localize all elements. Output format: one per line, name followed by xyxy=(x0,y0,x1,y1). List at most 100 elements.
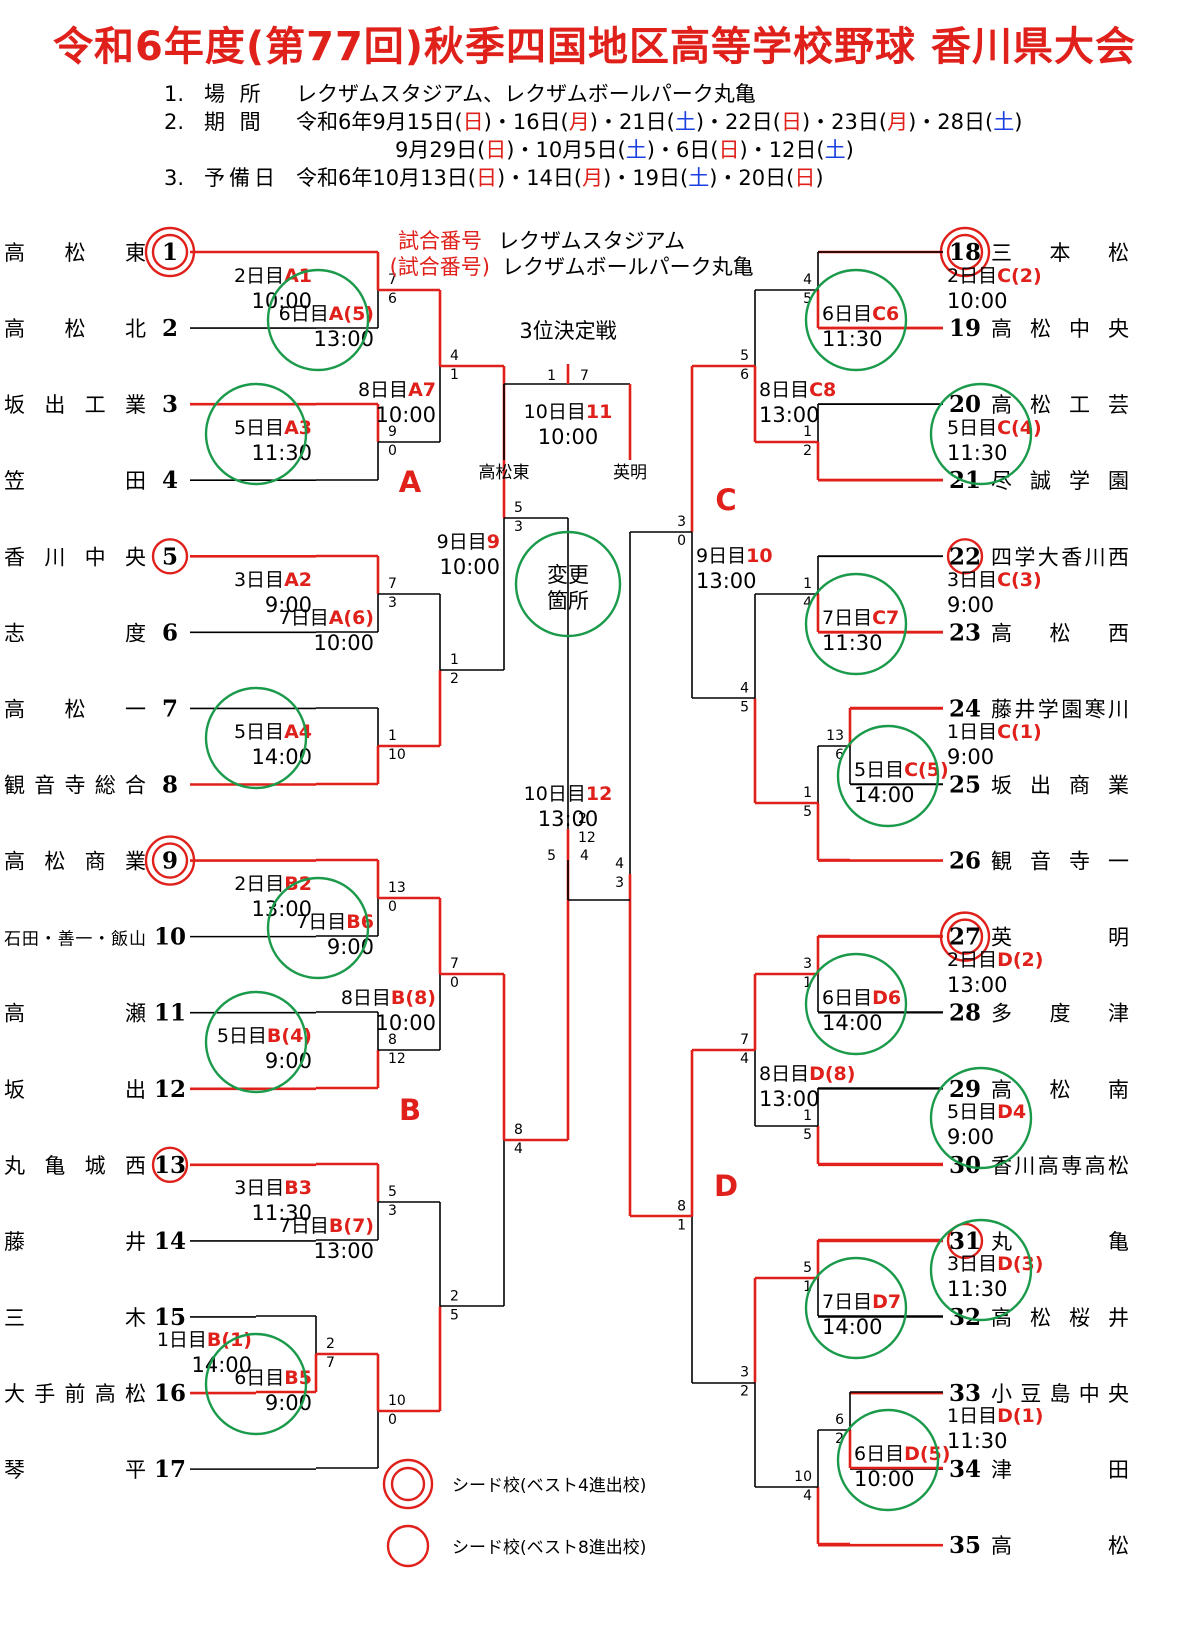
seed-ring xyxy=(946,1222,984,1260)
game-label: 3日目B3 xyxy=(234,1177,312,1199)
game-day: 8日目 xyxy=(358,379,408,401)
score-bottom: 12 xyxy=(388,1051,406,1067)
info-text: )・19日( xyxy=(603,166,689,190)
score-top: 3 xyxy=(803,956,812,972)
team-name: 藤井学園寒川 xyxy=(991,697,1129,721)
info-text: 令和6年9月15日( xyxy=(296,110,463,134)
game-day: 10日目 xyxy=(524,783,586,805)
game-label: 1日目C(1) xyxy=(947,721,1042,743)
info-text: 日 xyxy=(780,110,802,134)
team-name: 英明 xyxy=(991,926,1129,950)
game-code: B6 xyxy=(346,911,374,933)
game-day: 1日目 xyxy=(947,721,997,743)
score-bottom: 6 xyxy=(740,367,749,383)
score-top: 10 xyxy=(794,1469,812,1485)
score-bottom: 5 xyxy=(803,291,812,307)
team-name: 高松一 xyxy=(4,697,146,721)
score-bottom: 1 xyxy=(677,1218,686,1234)
game-time: 10:00 xyxy=(375,1011,436,1035)
team-number: 2 xyxy=(162,315,178,342)
game-code: A1 xyxy=(284,265,312,287)
info-text: ) xyxy=(1014,110,1023,134)
info-line: 9月29日(日)・10月5日(土)・6日(日)・12日(土) xyxy=(395,134,854,164)
team-number: 14 xyxy=(154,1228,186,1255)
game-time: 9:00 xyxy=(947,593,994,617)
score-top: 2 xyxy=(578,811,587,827)
change-circle xyxy=(204,990,308,1094)
game-time: 9:00 xyxy=(947,745,994,769)
venue-name-alt: レクザムボールパーク丸亀 xyxy=(502,255,754,279)
game-time: 9:00 xyxy=(265,593,312,617)
info-text: )・10月5日( xyxy=(506,138,626,162)
game-day: 3日目 xyxy=(234,1177,284,1199)
game-day: 3日目 xyxy=(234,569,284,591)
info-text: レクザムスタジアム、レクザムボールパーク丸亀 xyxy=(296,82,756,106)
game-label: 7日目A(6) xyxy=(279,607,374,629)
team-name: 高松東 xyxy=(4,241,146,265)
game-code: D(2) xyxy=(997,949,1043,971)
game-day: 8日目 xyxy=(341,987,391,1009)
game-label: 2日目D(2) xyxy=(947,949,1043,971)
game-code: B(7) xyxy=(329,1215,374,1237)
game-code: A7 xyxy=(408,379,436,401)
score-top: 5 xyxy=(388,1184,397,1200)
third-team-right: 英明 xyxy=(613,463,647,483)
info-text: 日 xyxy=(462,110,484,134)
team-number: 19 xyxy=(949,315,981,342)
game-time: 10:00 xyxy=(313,631,374,655)
info-text: )・16日( xyxy=(483,110,569,134)
score-bottom: 0 xyxy=(388,899,397,915)
change-circle xyxy=(204,686,308,790)
seed-ring-inner xyxy=(151,233,189,271)
page-title: 令和6年度(第77回)秋季四国地区高等学校野球 香川県大会 xyxy=(53,24,1136,70)
team-number: 20 xyxy=(949,391,981,418)
game-label: 9日目10 xyxy=(696,545,773,567)
info-key: 期 間 xyxy=(204,110,265,134)
venue-code-main: 試合番号 xyxy=(398,229,482,253)
info-line: 1.場 所レクザムスタジアム、レクザムボールパーク丸亀 xyxy=(164,78,756,108)
info-text: )・21日( xyxy=(589,110,675,134)
game-time: 10:00 xyxy=(251,289,312,313)
game-time: 13:00 xyxy=(696,569,757,593)
block-label: B xyxy=(399,1093,421,1127)
game-code: B5 xyxy=(284,1367,312,1389)
venue-code-alt: (試合番号) xyxy=(390,255,490,279)
game-code: C8 xyxy=(809,379,836,401)
info-text: 土 xyxy=(674,110,696,134)
game-day: 2日目 xyxy=(947,265,997,287)
game-label: 3日目C(3) xyxy=(947,569,1042,591)
game-label: 9日目9 xyxy=(437,531,500,553)
team-name: 香川中央 xyxy=(4,545,146,569)
game-time: 11:30 xyxy=(251,1201,312,1225)
third-label: 10日目11 xyxy=(524,401,613,423)
game-code: A4 xyxy=(284,721,312,743)
game-day: 6日目 xyxy=(822,987,872,1009)
info-text: 令和6年10月13日( xyxy=(296,166,476,190)
score-top: 13 xyxy=(388,880,406,896)
game-label: 5日目B(4) xyxy=(217,1025,312,1047)
score-bottom: 5 xyxy=(803,1127,812,1143)
team-name: 高松商業 xyxy=(4,850,146,874)
team-name: 坂出工業 xyxy=(4,393,146,417)
change-circle xyxy=(804,572,908,676)
game-code: C6 xyxy=(872,303,899,325)
info-text: )・23日( xyxy=(801,110,888,134)
score-top: 3 xyxy=(740,1365,749,1381)
change-mark-text: 箇所 xyxy=(547,589,589,613)
game-day: 5日目 xyxy=(947,417,997,439)
game-label: 6日目D6 xyxy=(822,987,901,1009)
score-top: 13 xyxy=(826,728,844,744)
team-number: 13 xyxy=(154,1152,186,1179)
score-bottom: 0 xyxy=(388,1412,397,1428)
score-top: 10 xyxy=(388,1393,406,1409)
third-team-left: 高松東 xyxy=(479,463,530,483)
team-name: 大手前高松 xyxy=(4,1382,146,1406)
game-day: 5日目 xyxy=(234,721,284,743)
legend-best8-text: シード校(ベスト8進出校) xyxy=(452,1538,646,1558)
game-day: 6日目 xyxy=(854,1443,904,1465)
game-label: 5日目A4 xyxy=(234,721,312,743)
score-bottom: 1 xyxy=(450,367,459,383)
change-circle xyxy=(804,268,908,372)
game-time: 11:30 xyxy=(947,1277,1008,1301)
team-name: 藤井 xyxy=(4,1230,146,1254)
